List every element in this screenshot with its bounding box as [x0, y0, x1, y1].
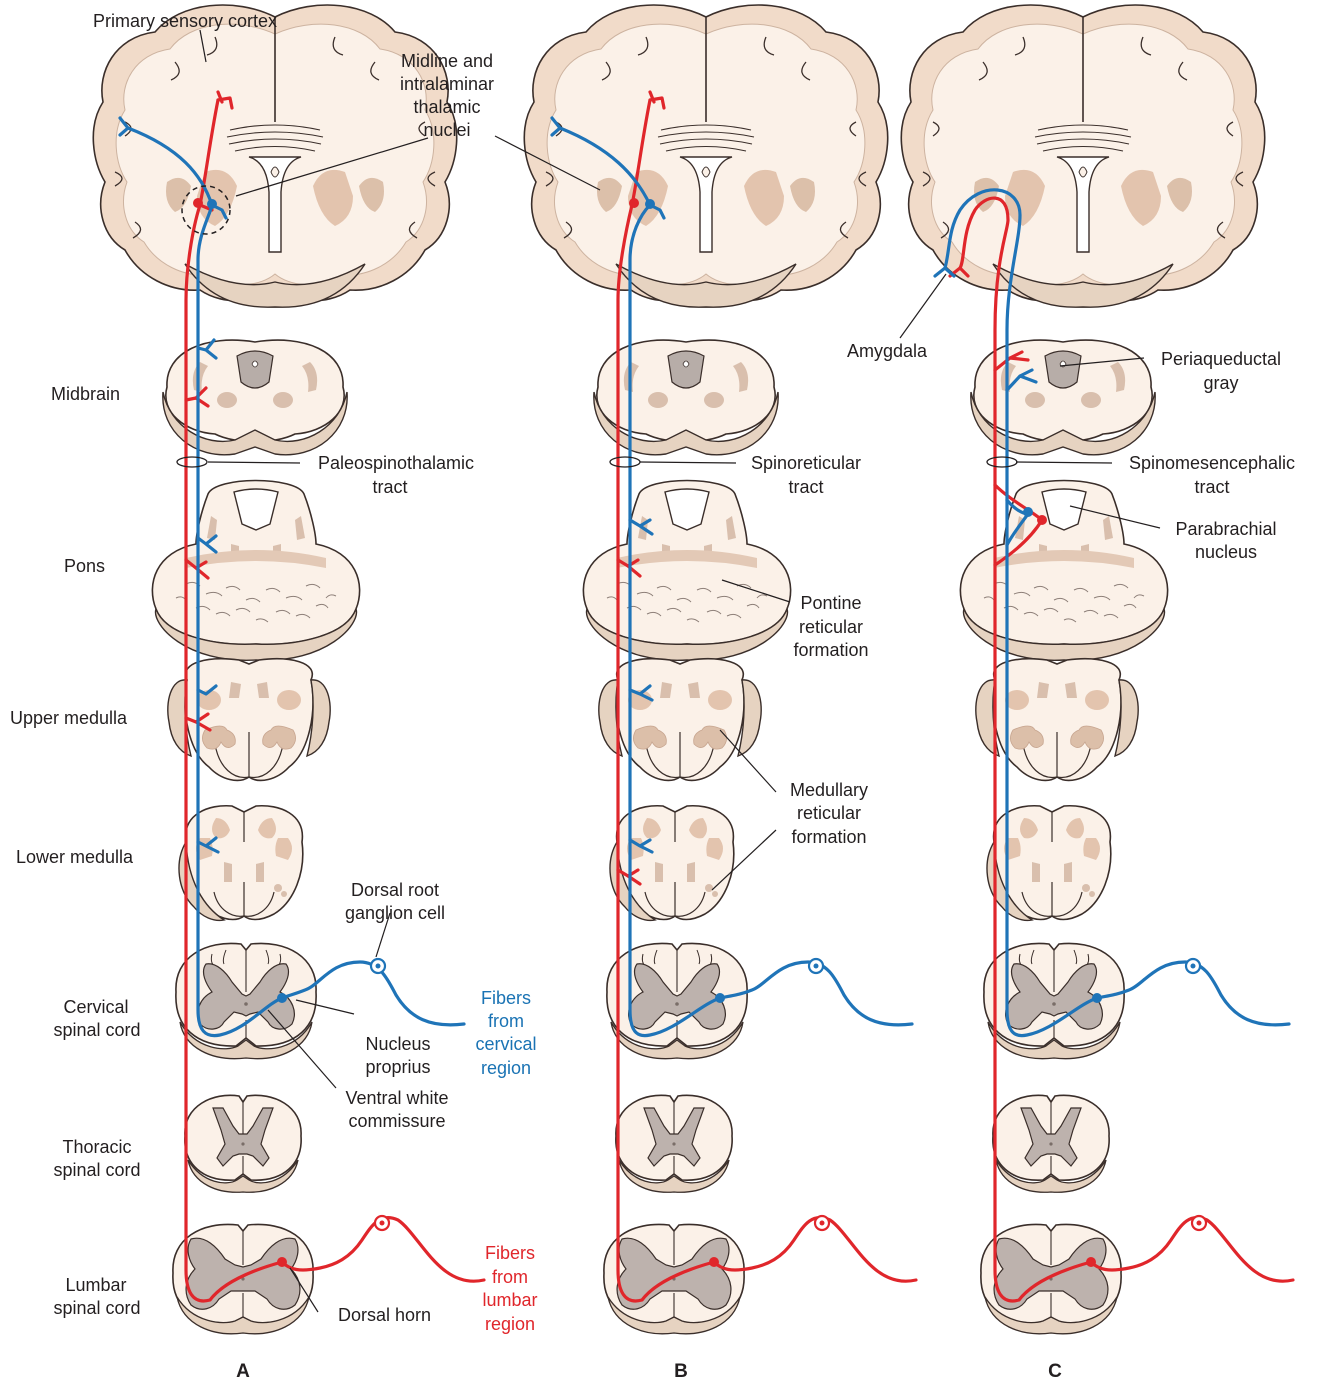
leader-lines [199, 29, 1161, 1313]
label-fibers-cervical-1: Fibers [481, 988, 531, 1008]
label-spinomesencephalic-2: tract [1194, 477, 1229, 497]
panel-a-tract-marker [176, 456, 208, 468]
panel-a-lumbar-tract [184, 98, 486, 1303]
label-parabrachial-2: nucleus [1195, 542, 1257, 562]
label-spinomesencephalic-1: Spinomesencephalic [1129, 453, 1295, 473]
label-lumbar-1: Lumbar [65, 1275, 126, 1295]
panel-c-sections [901, 5, 1264, 1334]
panel-c [901, 5, 1264, 1334]
label-medullary-3: formation [791, 827, 866, 847]
label-drg-2: ganglion cell [345, 903, 445, 923]
panel-c-cervical-tract [943, 188, 1291, 1038]
label-midline-3: thalamic [413, 97, 480, 117]
panel-c-tracts [933, 188, 1295, 1303]
label-thoracic-2: spinal cord [53, 1160, 140, 1180]
label-periaqueductal-2: gray [1203, 373, 1238, 393]
label-medullary-2: reticular [797, 803, 861, 823]
panel-a [93, 5, 456, 1334]
thalamic-nuclei-highlight [181, 185, 231, 235]
label-drg-1: Dorsal root [351, 880, 439, 900]
panel-b-sections [524, 5, 887, 1334]
label-cervical-2: spinal cord [53, 1020, 140, 1040]
label-dorsal-horn: Dorsal horn [338, 1305, 431, 1325]
labels: Primary sensory cortex Midline and intra… [10, 11, 1295, 1382]
label-nucleus-proprius-1: Nucleus [365, 1034, 430, 1054]
label-ventral-white-commissure-2: commissure [348, 1111, 445, 1131]
label-parabrachial-1: Parabrachial [1175, 519, 1276, 539]
label-midline-2: intralaminar [400, 74, 494, 94]
label-amygdala: Amygdala [847, 341, 928, 361]
panel-label-b: B [674, 1361, 688, 1382]
label-paleospinothalamic-1: Paleospinothalamic [318, 453, 474, 473]
panel-label-c: C [1048, 1361, 1062, 1382]
label-midbrain: Midbrain [51, 384, 120, 404]
label-midline-1: Midline and [401, 51, 493, 71]
label-fibers-lumbar-4: region [485, 1314, 535, 1334]
label-lower-medulla: Lower medulla [16, 847, 134, 867]
label-fibers-lumbar-2: from [492, 1267, 528, 1287]
label-fibers-cervical-2: from [488, 1011, 524, 1031]
label-primary-sensory-cortex: Primary sensory cortex [93, 11, 277, 31]
panel-label-a: A [236, 1361, 250, 1382]
label-paleospinothalamic-2: tract [372, 477, 407, 497]
label-periaqueductal-1: Periaqueductal [1161, 349, 1281, 369]
label-upper-medulla: Upper medulla [10, 708, 128, 728]
label-thoracic-1: Thoracic [62, 1137, 131, 1157]
label-pons: Pons [64, 556, 105, 576]
label-spinoreticular-2: tract [788, 477, 823, 497]
label-ventral-white-commissure-1: Ventral white [345, 1088, 448, 1108]
panel-a-red-branch-cortex [216, 90, 234, 110]
label-pontine-1: Pontine [800, 593, 861, 613]
label-fibers-cervical-3: cervical [475, 1034, 536, 1054]
label-cervical-1: Cervical [63, 997, 128, 1017]
label-lumbar-2: spinal cord [53, 1298, 140, 1318]
panel-b-tracts [550, 90, 918, 1303]
label-pontine-3: formation [793, 640, 868, 660]
label-fibers-lumbar-1: Fibers [485, 1243, 535, 1263]
panel-a-sections [93, 5, 456, 1334]
label-fibers-lumbar-3: lumbar [482, 1290, 537, 1310]
label-pontine-2: reticular [799, 617, 863, 637]
panel-a-tracts [118, 90, 486, 1303]
label-midline-4: nuclei [423, 120, 470, 140]
label-medullary-1: Medullary [790, 780, 868, 800]
label-nucleus-proprius-2: proprius [365, 1057, 430, 1077]
label-fibers-cervical-4: region [481, 1058, 531, 1078]
panel-b [524, 5, 887, 1334]
label-spinoreticular-1: Spinoreticular [751, 453, 861, 473]
